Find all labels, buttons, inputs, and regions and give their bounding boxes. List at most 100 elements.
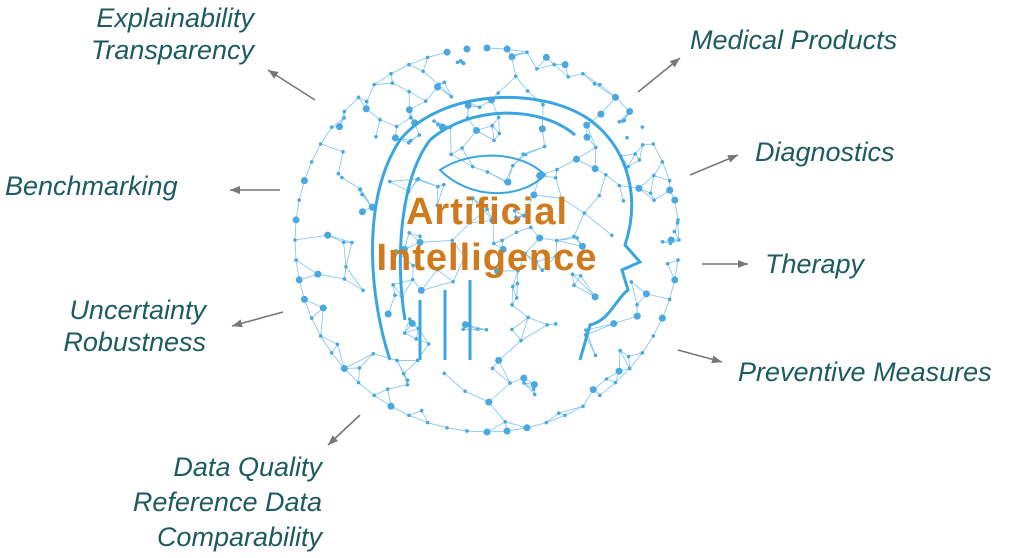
network-edge [396,117,411,127]
network-edge [451,222,471,241]
network-node [553,322,558,326]
network-edge [450,147,463,155]
network-edge [576,147,597,160]
network-edge [546,412,559,423]
network-edge [627,159,640,168]
network-node [415,358,420,363]
arrow-icon [231,311,284,328]
network-node [425,55,430,60]
network-node [553,175,558,180]
network-node [675,220,680,225]
network-edge [317,273,345,280]
arrow-icon [267,69,316,101]
label-line: Comparability [156,522,322,552]
network-edge [573,284,596,298]
network-node [443,48,451,56]
network-node [472,126,480,134]
network-node [572,234,576,239]
network-edge [527,90,544,106]
network-node [637,158,642,162]
network-edge [436,186,439,206]
network-edge [390,64,410,75]
network-edge [527,317,548,326]
network-node [309,316,314,320]
network-node [416,176,421,181]
network-node [658,314,666,322]
network-node [604,173,608,177]
network-node [497,131,502,136]
network-edge [327,234,353,243]
network-edge [646,293,670,300]
network-node [451,279,455,284]
network-node [406,141,411,145]
network-edge [422,57,429,72]
network-edge [358,382,375,396]
network-node [421,69,425,74]
network-edge [619,350,631,369]
network-node [292,216,300,224]
network-node [405,106,413,114]
network-node [336,171,341,176]
network-edge [404,328,419,334]
network-node [503,45,511,53]
network-node [463,45,471,53]
network-edge [403,360,418,374]
network-edge [634,144,644,155]
network-node [510,284,515,289]
network-node [372,82,376,87]
network-edge [366,84,375,102]
label-preventive-measures: Preventive Measures [738,357,992,387]
network-edge [515,76,528,92]
network-node [592,82,597,86]
network-node [611,93,619,101]
network-node [526,315,530,320]
network-node [627,366,632,371]
network-edge [436,184,445,206]
network-node [387,402,395,410]
network-node [414,337,419,341]
network-edge [523,146,545,155]
network-node [335,123,343,131]
network-node [340,175,344,180]
network-node [584,328,588,332]
network-edge [584,195,600,214]
network-edge [344,97,359,112]
network-edge [469,220,494,224]
network-node [509,53,514,57]
network-node [508,381,512,385]
network-node [503,427,511,435]
network-edge [409,232,421,237]
network-edge [344,266,347,280]
network-node [405,378,410,383]
network-edge [650,175,655,194]
network-node [536,234,544,242]
network-edge [512,270,519,287]
network-node [416,238,424,246]
network-edge [373,353,398,361]
network-node [435,267,440,272]
network-edge [516,283,518,298]
network-edge [533,194,562,199]
network-node [477,105,482,110]
network-node [581,404,585,409]
network-node [531,387,536,391]
network-node [492,138,496,143]
network-edge [505,421,528,429]
network-edge [511,304,529,318]
network-node [570,272,575,276]
network-node [538,125,546,133]
network-node [300,177,308,185]
network-edge [469,209,488,224]
network-node [523,424,531,432]
network-edge [511,329,522,341]
network-node [578,273,583,278]
network-node [540,268,545,273]
network-node [318,334,323,338]
network-edge [564,405,584,416]
network-node [460,146,464,150]
network-edge [520,324,548,341]
network-node [356,95,361,100]
network-node [491,241,496,246]
network-edge [488,401,506,423]
